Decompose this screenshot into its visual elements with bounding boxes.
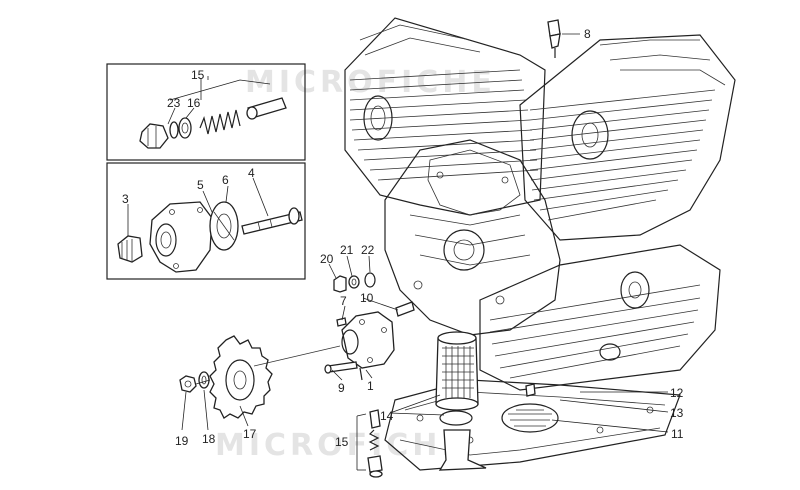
inset-box-bottom [106,162,306,280]
callout-3: 3 [122,192,129,206]
filter-cover [438,429,487,471]
callout-7: 7 [340,294,347,308]
callout-16: 16 [187,96,201,110]
pump-rotor [117,235,143,263]
callout-6: 6 [222,173,229,187]
callout-15-top: 15 [191,68,205,82]
oil-pressure-sensor [547,19,561,58]
callout-9: 9 [338,381,345,395]
callout-18: 18 [202,432,216,446]
sump-housing [479,244,721,391]
sealing-washer [348,275,360,289]
drive-sprocket [209,335,341,419]
callout-8: 8 [584,27,591,41]
pump-housing [149,201,213,273]
inset-box-top [106,63,306,161]
callout-15-bottom: 15 [335,435,349,449]
callout-21: 21 [340,243,354,257]
pump-gear [209,201,239,251]
callout-13: 13 [670,406,684,420]
relief-valve-lower [367,409,383,478]
pump-body [341,311,395,381]
callout-1: 1 [367,379,374,393]
pump-shaft [241,207,303,235]
callout-17: 17 [243,427,257,441]
sprocket-nut [179,375,197,393]
callout-20: 20 [320,252,334,266]
watermark-bottom: MICROFICHE [215,428,466,463]
callout-5: 5 [197,178,204,192]
callout-19: 19 [175,434,189,448]
pump-screw [324,361,358,374]
sleeve [395,301,415,317]
left-cylinder [344,17,546,216]
filter-gasket [439,410,473,426]
callout-14: 14 [380,409,394,423]
dowel-pin [336,317,347,327]
oil-pump-inset [106,162,306,280]
leader-lines [127,33,669,433]
sprocket-washer [198,371,210,389]
drain-bolt [333,275,347,293]
engine-block [344,17,736,471]
callout-4: 4 [248,166,255,180]
right-cylinder [519,34,736,241]
callout-10: 10 [360,291,374,305]
callout-23: 23 [167,96,181,110]
crankcase [384,139,561,336]
callout-12: 12 [670,386,684,400]
oil-filter [435,331,479,411]
callout-22: 22 [361,243,375,257]
callout-11: 11 [671,427,684,441]
pan-screw [525,383,536,397]
callout-labels: 15 23 16 3 5 6 4 8 20 21 22 7 10 9 1 12 … [122,27,684,449]
relief-valve-inset [106,63,306,161]
watermark-top: MICROFICHE [245,65,496,100]
oil-pan [384,379,681,471]
o-ring [364,272,376,288]
